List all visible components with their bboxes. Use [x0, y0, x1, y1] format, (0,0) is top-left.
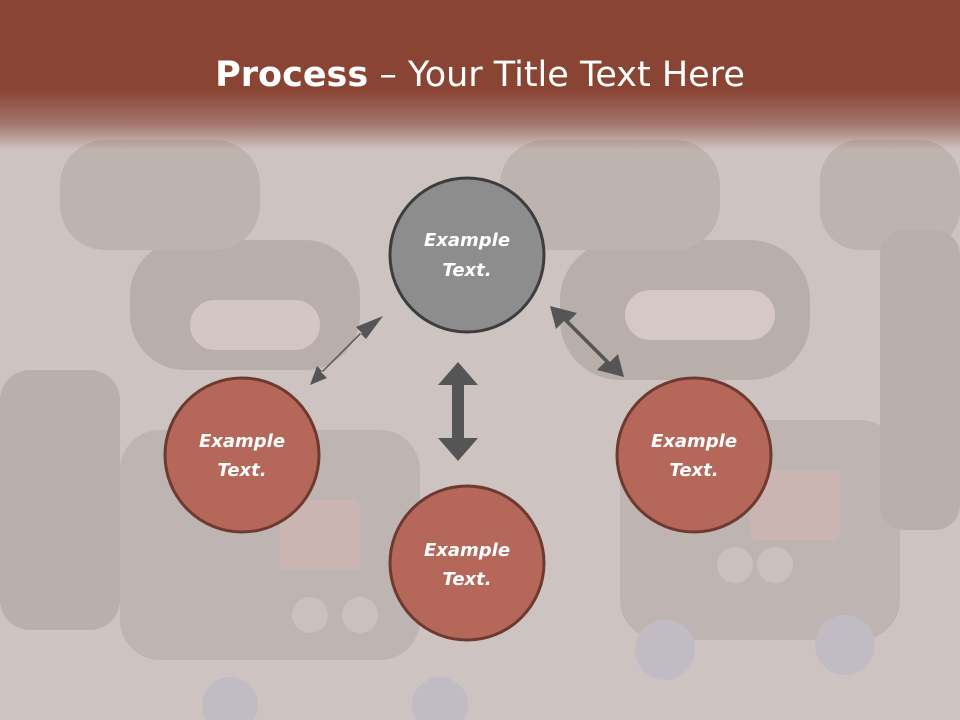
double-arrow-icon: [550, 306, 624, 377]
node-right: Example Text.: [615, 376, 773, 534]
node-bottom-line2: Text.: [442, 569, 491, 590]
double-arrow-icon: [438, 362, 478, 461]
slide-title: Process – Your Title Text Here: [0, 52, 960, 98]
node-bottom: Example Text.: [388, 484, 546, 642]
node-bottom-line1: Example: [424, 540, 510, 561]
node-top: Example Text.: [388, 176, 546, 334]
node-left-line2: Text.: [217, 460, 266, 481]
title-bar: [0, 0, 960, 150]
title-rest: – Your Title Text Here: [368, 55, 745, 95]
node-top-line2: Text.: [442, 260, 491, 281]
double-arrow-icon: [310, 316, 383, 385]
node-right-line1: Example: [651, 431, 737, 452]
node-left: Example Text.: [163, 376, 321, 534]
node-right-line2: Text.: [669, 460, 718, 481]
title-bold: Process: [215, 55, 369, 95]
node-left-line1: Example: [199, 431, 285, 452]
node-top-line1: Example: [424, 230, 510, 251]
